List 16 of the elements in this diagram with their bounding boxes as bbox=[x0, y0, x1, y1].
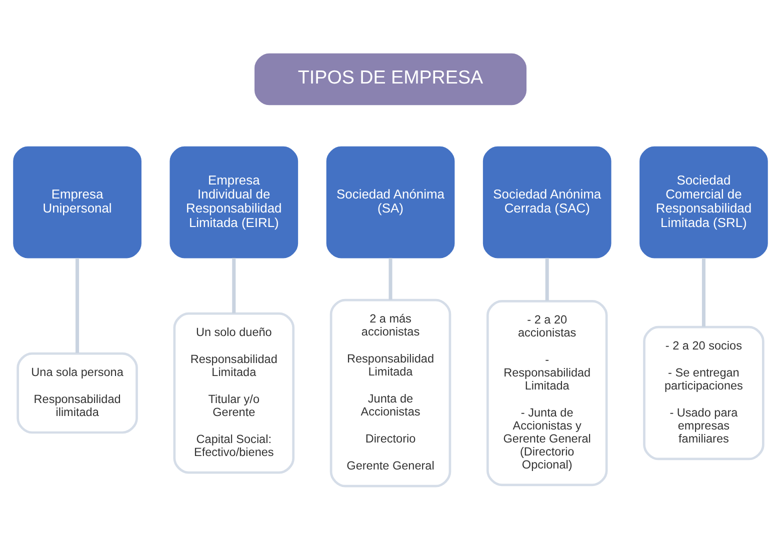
node-box: Sociedad Comercial de Responsabilidad Limitada (SRL) bbox=[639, 146, 768, 258]
node-box: Un solo dueño Responsabilidad Limitada Titular y/o Gerente Capital Social: Efectivo/bienes bbox=[172, 312, 294, 474]
connector bbox=[388, 258, 392, 300]
node-box: 2 a más accionistas Responsabilidad Limitada Junta de Accionistas Directorio Gerente General bbox=[329, 298, 451, 488]
connector bbox=[544, 258, 548, 301]
node-box: Sociedad Anónima Cerrada (SAC) bbox=[482, 146, 611, 258]
node-box: Empresa Unipersonal bbox=[12, 146, 141, 258]
node-box: Una sola persona Responsabilidad ilimitada bbox=[16, 352, 138, 434]
connector bbox=[701, 258, 705, 327]
node-box: Sociedad Anónima (SA) bbox=[326, 146, 454, 258]
node-box: Empresa Individual de Responsabilidad Limitada (EIRL) bbox=[169, 146, 298, 258]
connector bbox=[75, 258, 79, 354]
connector bbox=[232, 258, 236, 314]
node-box: - 2 a 20 socios - Se entregan participaciones - Usado para empresas familiares bbox=[642, 326, 764, 460]
node-box: - 2 a 20 accionistas - Responsabilidad Limitada - Junta de Accionistas y Gerente General (Directorio Opcional) bbox=[486, 300, 608, 486]
node-box: TIPOS DE EMPRESA bbox=[254, 53, 526, 106]
